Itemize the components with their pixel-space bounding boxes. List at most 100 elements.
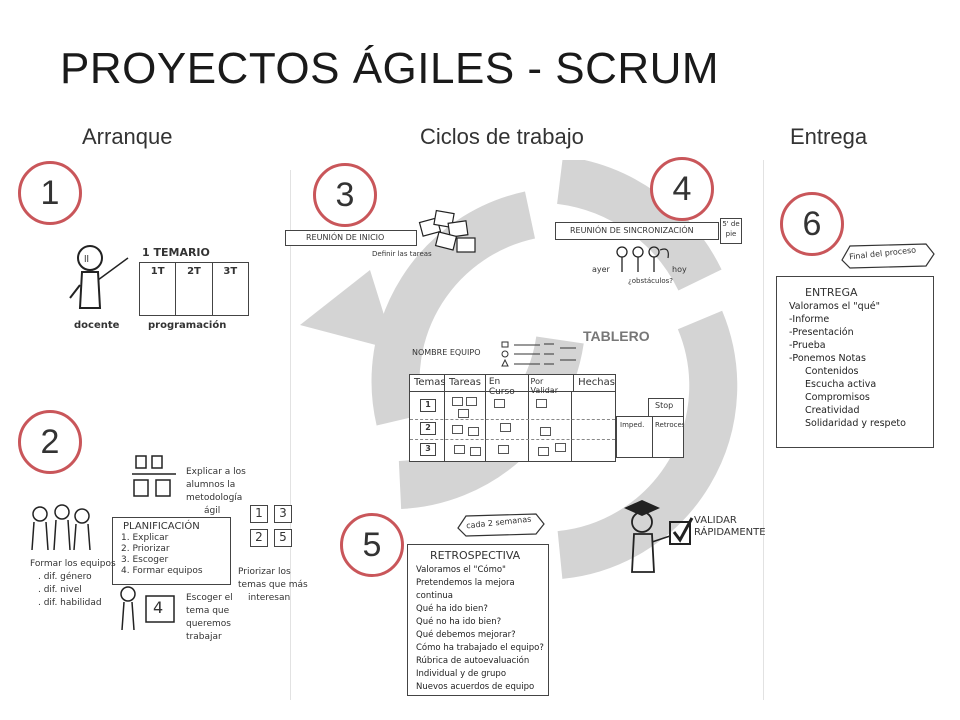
planificacion-item: 1. Explicar — [121, 533, 169, 543]
escoger-note-line: Escoger el — [186, 593, 233, 603]
board-divider — [571, 391, 572, 461]
nombre-equipo-label: NOMBRE EQUIPO — [412, 348, 481, 357]
reunion-inicio-label: REUNIÓN DE INICIO — [306, 233, 385, 242]
task-sticky — [540, 427, 551, 436]
task-sticky — [458, 409, 469, 418]
ayer-label: ayer — [592, 265, 610, 274]
planificacion-title: PLANIFICACIÓN — [123, 521, 200, 532]
teacher-figure-icon: ll — [69, 245, 129, 309]
entrega-item: Contenidos — [805, 366, 859, 377]
entrega-ribbon-icon — [841, 243, 935, 269]
retroceso-label: Retrocesos — [655, 421, 683, 429]
priority-card: 5 — [274, 529, 292, 547]
task-sticky — [468, 427, 479, 436]
entrega-item: Escucha activa — [805, 379, 877, 390]
task-papers-icon — [418, 209, 476, 253]
explicar-note-line: ágil — [204, 506, 221, 516]
planificacion-item: 2. Priorizar — [121, 544, 170, 554]
escoger-note: Escoger el tema que queremos trabajar — [186, 592, 233, 644]
retro-item: Individual y de grupo — [416, 669, 507, 679]
explicar-note-line: metodología — [186, 493, 243, 503]
entrega-item: Solidaridad y respeto — [805, 418, 906, 429]
task-sticky — [452, 425, 463, 434]
entrega-box: ENTREGA Valoramos el "qué" -Informe -Pre… — [776, 276, 934, 448]
step-badge-5: 5 — [340, 513, 404, 577]
retro-item: Pretendemos la mejora continua — [416, 578, 515, 601]
programacion-label: programación — [148, 320, 227, 331]
planificacion-item: 3. Escoger — [121, 555, 169, 565]
step-badge-2: 2 — [18, 410, 82, 474]
task-sticky — [494, 399, 505, 408]
docente-label: docente — [74, 320, 120, 331]
column-heading-arranque: Arranque — [82, 124, 173, 149]
temario-label: 1 TEMARIO — [142, 246, 210, 259]
task-sticky — [466, 397, 477, 406]
priority-card: 2 — [250, 529, 268, 547]
column-divider-right — [763, 160, 764, 700]
task-sticky — [470, 447, 481, 456]
entrega-item: Compromisos — [805, 392, 870, 403]
entrega-item: -Informe — [789, 314, 830, 325]
students-group-icon — [132, 455, 176, 497]
task-sticky — [536, 399, 547, 408]
step-badge-1: 1 — [18, 161, 82, 225]
board-column-encurso: En Curso — [486, 375, 529, 397]
priorizar-note-line: interesan — [248, 593, 291, 603]
impediments-box: Imped. Retrocesos — [616, 416, 684, 458]
retro-item: Nuevos acuerdos de equipo — [416, 682, 535, 692]
temario-col-3: 3T — [223, 266, 238, 277]
graduate-validator-icon — [624, 500, 694, 573]
board-column-temas: Temas — [410, 375, 446, 391]
formar-note-line: . dif. género — [38, 572, 92, 582]
choose-number: 4 — [153, 598, 164, 617]
retro-item: Qué no ha ido bien? — [416, 617, 502, 627]
svg-text:ll: ll — [84, 255, 89, 265]
retro-ribbon-icon — [457, 513, 545, 537]
board-row-line — [410, 439, 615, 440]
board-column-tareas: Tareas — [445, 375, 486, 391]
entrega-list: Valoramos el "qué" -Informe -Presentació… — [777, 300, 933, 430]
escoger-note-line: tema que — [186, 606, 230, 616]
reunion-sync-label: REUNIÓN DE SINCRONIZACIÓN — [570, 226, 694, 235]
task-sticky — [500, 423, 511, 432]
explicar-note-line: alumnos la — [186, 480, 236, 490]
board-divider — [485, 391, 486, 461]
board-row-3: 3 — [420, 443, 436, 456]
hoy-label: hoy — [672, 265, 687, 274]
stop-label: Stop — [655, 401, 674, 410]
retro-item: Valoramos el "Cómo" — [416, 565, 506, 575]
retro-item: Qué ha ido bien? — [416, 604, 488, 614]
reunion-sync-banner: REUNIÓN DE SINCRONIZACIÓN — [555, 222, 719, 240]
scrum-board: Temas Tareas En Curso Por Validar Hechas… — [409, 374, 616, 462]
column-divider-left — [290, 170, 291, 700]
task-sticky — [454, 445, 465, 454]
board-divider — [528, 391, 529, 461]
retro-item: Rúbrica de autoevaluación — [416, 656, 530, 666]
definir-tareas-label: Definir las tareas — [372, 250, 432, 258]
escoger-note-line: queremos — [186, 619, 231, 629]
explicar-note-line: Explicar a los — [186, 467, 246, 477]
priority-card: 3 — [274, 505, 292, 523]
temario-col-1: 1T — [140, 263, 177, 315]
page-title: PROYECTOS ÁGILES - SCRUM — [60, 44, 720, 93]
column-heading-ciclos: Ciclos de trabajo — [420, 124, 584, 149]
formar-note-line: Formar los equipos — [30, 559, 116, 569]
formar-note-line: . dif. habilidad — [38, 598, 102, 608]
entrega-item: -Ponemos Notas — [789, 353, 866, 364]
priority-grid: 1 3 2 5 — [250, 505, 292, 553]
entrega-title: ENTREGA — [805, 286, 858, 299]
retrospectiva-title: RETROSPECTIVA — [430, 549, 521, 562]
priorizar-note-line: Priorizar los — [238, 567, 291, 577]
validar-line: VALIDAR — [694, 515, 737, 526]
team-figures-icon — [31, 504, 91, 551]
task-sticky — [538, 447, 549, 456]
impedimentos-label: Imped. — [617, 417, 653, 457]
board-column-hechas: Hechas — [578, 377, 615, 388]
board-row-2: 2 — [420, 422, 436, 435]
board-column-porvalidar: Por Validar — [529, 375, 575, 395]
retrospectiva-list: Valoramos el "Cómo" Pretendemos la mejor… — [408, 564, 548, 694]
step-badge-3: 3 — [313, 163, 377, 227]
step-badge-4: 4 — [650, 157, 714, 221]
step-badge-6: 6 — [780, 192, 844, 256]
temario-col-2: 2T — [176, 263, 213, 315]
